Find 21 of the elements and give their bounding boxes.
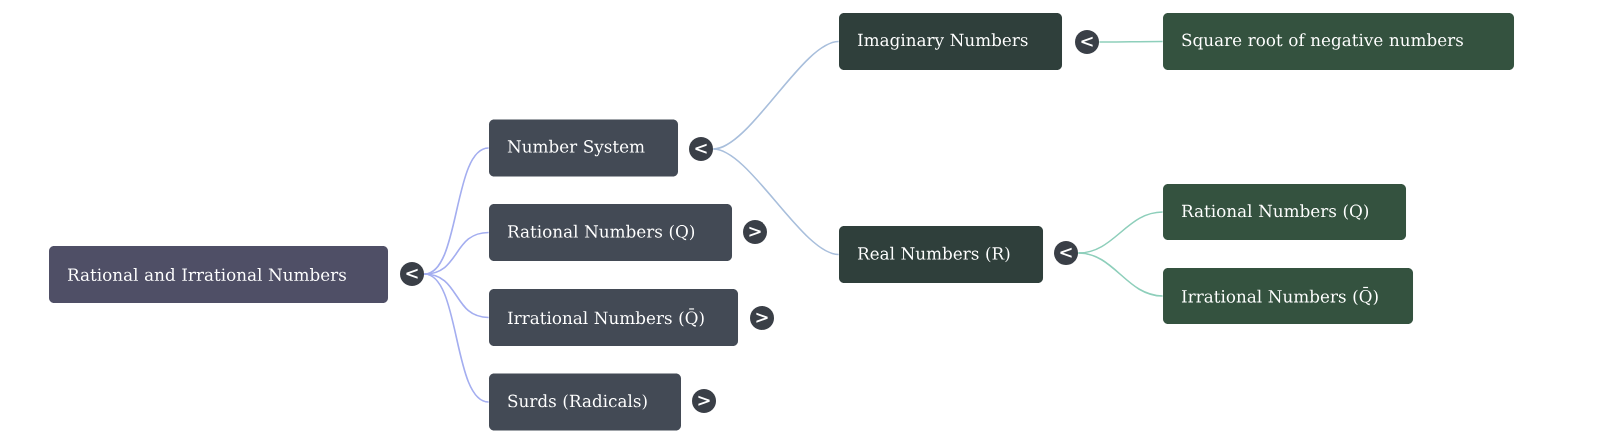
- toggle-button: <: [400, 262, 424, 286]
- toggle-button: <: [689, 137, 713, 161]
- toggle-button: >: [692, 389, 716, 413]
- topic-box: Imaginary Numbers: [839, 13, 1062, 70]
- toggle-button: >: [750, 306, 774, 330]
- connector-line: [423, 273, 490, 403]
- topic-box: Number System: [489, 119, 678, 177]
- topic-box: Square root of negative numbers: [1163, 13, 1514, 70]
- topic-box: Rational and Irrational Numbers: [49, 246, 388, 303]
- topic-box: Rational Numbers (Q): [1163, 184, 1406, 240]
- topic-box: Real Numbers (R): [839, 226, 1043, 283]
- toggle-button: <: [1054, 241, 1078, 265]
- connector-line: [1098, 40, 1164, 43]
- topic-box: Rational Numbers (Q): [489, 204, 732, 261]
- topic-box: Irrational Numbers (Q̄): [489, 289, 738, 346]
- topic-box: Irrational Numbers (Q̄): [1163, 268, 1413, 324]
- topic-box: Surds (Radicals): [489, 373, 681, 431]
- toggle-button: >: [743, 220, 767, 244]
- toggle-button: <: [1075, 30, 1099, 54]
- connector-line: [712, 148, 840, 256]
- connector-line: [1077, 252, 1164, 297]
